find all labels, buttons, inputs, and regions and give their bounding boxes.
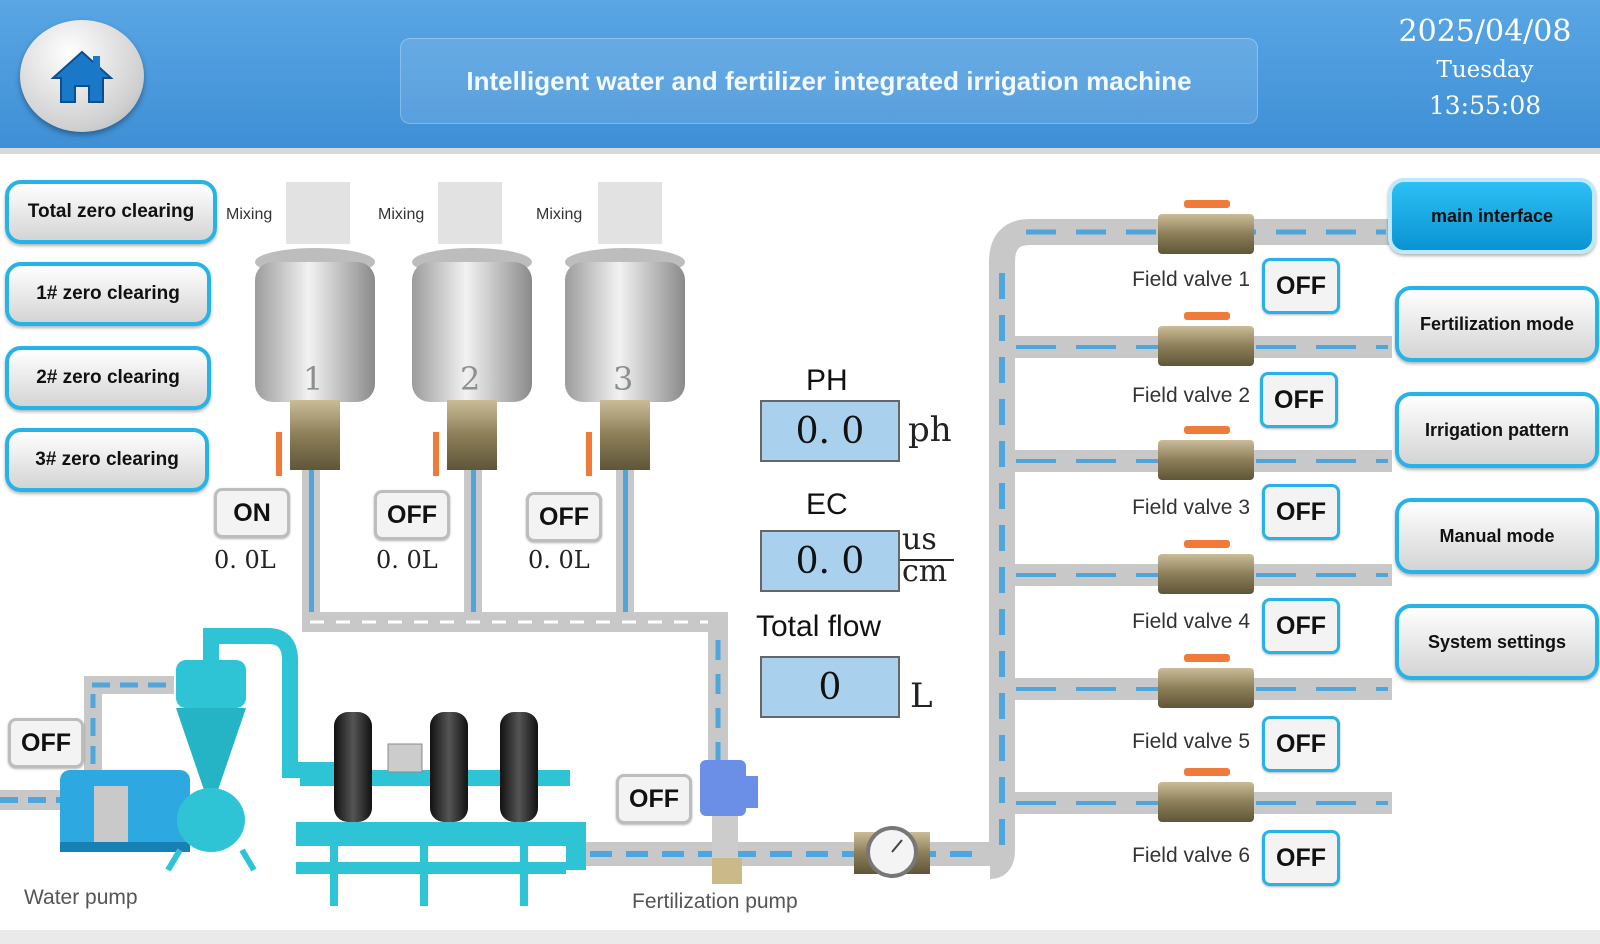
field-valve-1-switch[interactable]: OFF [1262, 258, 1340, 314]
ec-unit-bottom: cm [902, 554, 948, 589]
field-valve-2-switch[interactable]: OFF [1260, 372, 1338, 428]
tank-1-volume: 0. 0L [214, 546, 276, 574]
field-valve-6-switch[interactable]: OFF [1262, 830, 1340, 886]
field-valve-5-switch[interactable]: OFF [1262, 716, 1340, 772]
ph-label: PH [806, 364, 848, 397]
tank-outlet-pipes [302, 470, 728, 762]
tank-3-volume: 0. 0L [528, 546, 590, 574]
disc-filter-bank [296, 712, 586, 906]
time-text: 13:55:08 [1428, 91, 1542, 120]
weekday-text: Tuesday [1436, 57, 1534, 83]
date-text: 2025/04/08 [1398, 14, 1572, 49]
tank-number-3: 3 [613, 360, 634, 398]
irrigation-pattern-button[interactable]: Irrigation pattern [1395, 392, 1599, 468]
tank-vessels [255, 248, 685, 476]
field-valve-5-label: Field valve 5 [1132, 730, 1250, 753]
tank-2-mixing-indicator [438, 182, 502, 244]
fertilization-pump-label: Fertilization pump [632, 890, 798, 913]
ec-unit-divider [900, 559, 954, 561]
field-valve-bodies [1158, 200, 1254, 822]
zero-clearing-1-button[interactable]: 1# zero clearing [5, 262, 211, 326]
total-flow-label: Total flow [756, 610, 882, 643]
tank-2-mixing-label: Mixing [378, 206, 425, 223]
field-valve-4-label: Field valve 4 [1132, 610, 1250, 633]
total-zero-clearing-button[interactable]: Total zero clearing [5, 180, 217, 244]
zero-clearing-2-button[interactable]: 2# zero clearing [5, 346, 211, 410]
fertilization-pump-switch[interactable]: OFF [616, 774, 692, 824]
tank-3-mixing-indicator [598, 182, 662, 244]
main-interface-button[interactable]: main interface [1388, 178, 1596, 254]
home-icon [50, 50, 114, 103]
tank-number-1: 1 [303, 360, 324, 398]
ec-readout: 0. 0 [760, 530, 900, 592]
total-flow-readout: 0 [760, 656, 900, 718]
zero-clearing-3-button[interactable]: 3# zero clearing [5, 428, 209, 492]
tank-3-switch[interactable]: OFF [526, 492, 602, 542]
ph-readout: 0. 0 [760, 400, 900, 462]
tank-2-volume: 0. 0L [376, 546, 438, 574]
home-button[interactable] [20, 20, 144, 132]
system-settings-button[interactable]: System settings [1395, 604, 1599, 680]
tank-1-mixing-indicator [286, 182, 350, 244]
tank-number-2: 2 [460, 360, 481, 398]
ph-unit: ph [908, 410, 952, 450]
field-valve-4-switch[interactable]: OFF [1262, 598, 1340, 654]
field-valve-1-label: Field valve 1 [1132, 268, 1250, 291]
ec-label: EC [806, 488, 848, 521]
field-valve-6-label: Field valve 6 [1132, 844, 1250, 867]
field-valve-3-switch[interactable]: OFF [1262, 484, 1340, 540]
page-title: Intelligent water and fertilizer integra… [400, 38, 1258, 124]
water-pump-assembly [0, 628, 350, 872]
total-flow-unit: L [910, 676, 933, 716]
main-supply-pipe [586, 219, 1390, 884]
header-bar: Intelligent water and fertilizer integra… [0, 0, 1600, 154]
tank-2-switch[interactable]: OFF [374, 490, 450, 540]
field-valve-3-label: Field valve 3 [1132, 496, 1250, 519]
datetime-display: 2025/04/08 Tuesday 13:55:08 [1380, 14, 1590, 120]
footer-bar [0, 930, 1600, 944]
field-valve-2-label: Field valve 2 [1132, 384, 1250, 407]
tank-1-mixing-label: Mixing [226, 206, 273, 223]
tank-1-switch[interactable]: ON [214, 488, 290, 538]
tank-3-mixing-label: Mixing [536, 206, 583, 223]
manual-mode-button[interactable]: Manual mode [1395, 498, 1599, 574]
fertilization-mode-button[interactable]: Fertilization mode [1395, 286, 1599, 362]
ec-unit-top: us [902, 522, 937, 557]
water-pump-switch[interactable]: OFF [8, 718, 84, 768]
water-pump-label: Water pump [24, 886, 138, 909]
